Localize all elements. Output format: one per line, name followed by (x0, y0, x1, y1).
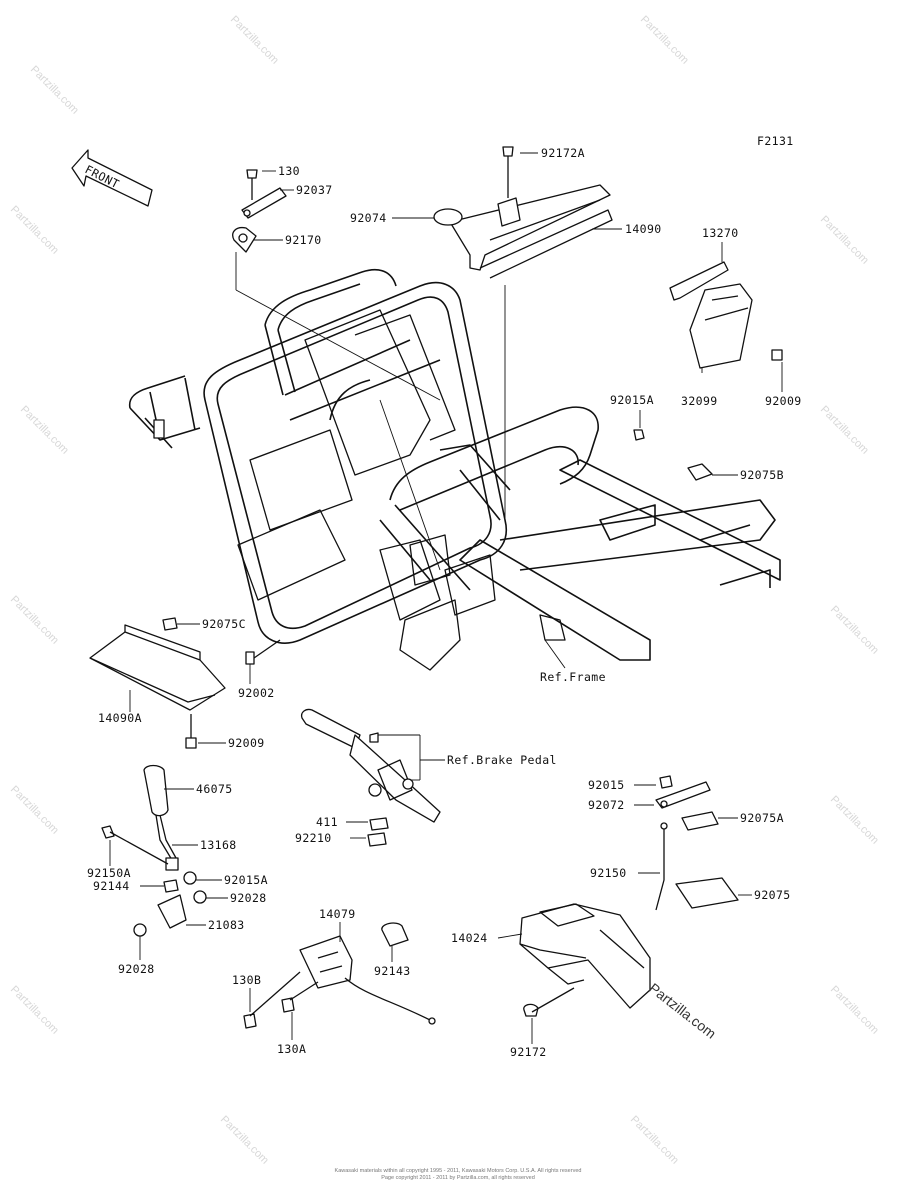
part-label-411: 411 (316, 815, 338, 829)
part-label-14090A: 14090A (98, 711, 142, 725)
part-label-92002: 92002 (238, 686, 275, 700)
rod-and-pad-group (634, 775, 752, 911)
watermark: Partzilla.com (218, 1114, 271, 1167)
part-label-92075C: 92075C (202, 617, 246, 631)
side-cover-group (497, 903, 651, 1044)
part-label-13168: 13168 (200, 838, 237, 852)
part-label-14024: 14024 (451, 931, 488, 945)
part-label-46075: 46075 (196, 782, 233, 796)
brake-lever-group (300, 708, 445, 847)
watermark: Partzilla.com (638, 14, 691, 67)
part-label-130: 130 (278, 164, 300, 178)
footer-page-copyright: Page copyright 2011 - 2011 by Partzilla.… (381, 1175, 535, 1181)
watermark: Partzilla.com (8, 594, 61, 647)
nut-and-cap (633, 410, 738, 481)
watermark: Partzilla.com (828, 604, 881, 657)
reference-frame: Ref.Frame (540, 670, 606, 684)
skid-plate-group (89, 617, 281, 749)
cable-group (243, 922, 436, 1040)
part-label-92150A: 92150A (87, 866, 131, 880)
watermark: Partzilla.com (828, 794, 881, 847)
watermark: Partzilla.com (8, 984, 61, 1037)
part-label-92144: 92144 (93, 879, 130, 893)
part-label-92074: 92074 (350, 211, 387, 225)
watermark: Partzilla.com (818, 404, 871, 457)
part-label-32099: 32099 (681, 394, 718, 408)
cover-plate-group (392, 146, 622, 279)
footer-copyright: Kawasaki materials within all copyright … (335, 1168, 582, 1174)
reference-brake-pedal: Ref.Brake Pedal (447, 753, 557, 767)
part-label-92028-lower: 92028 (118, 962, 155, 976)
partzilla-watermark: Partzilla.com (646, 980, 719, 1042)
frame-illustration (128, 268, 781, 671)
part-label-92150: 92150 (590, 866, 627, 880)
front-arrow-icon: FRONT (71, 149, 153, 207)
watermark: Partzilla.com (8, 204, 61, 257)
watermark: Partzilla.com (818, 214, 871, 267)
part-label-92009-top: 92009 (765, 394, 802, 408)
part-label-14079: 14079 (319, 907, 356, 921)
part-label-92015A: 92015A (610, 393, 654, 407)
reference-frame-leader (544, 639, 566, 669)
watermark: Partzilla.com (828, 984, 881, 1037)
part-label-14090: 14090 (625, 222, 662, 236)
part-label-92075: 92075 (754, 888, 791, 902)
part-label-92015A-lower: 92015A (224, 873, 268, 887)
part-label-92015: 92015 (588, 778, 625, 792)
part-label-92172: 92172 (510, 1045, 547, 1059)
part-label-92210: 92210 (295, 831, 332, 845)
watermark: Partzilla.com (8, 784, 61, 837)
part-label-130A: 130A (277, 1042, 306, 1056)
part-label-21083: 21083 (208, 918, 245, 932)
shift-lever-group (101, 764, 228, 960)
watermark: Partzilla.com (28, 64, 81, 117)
part-label-130B: 130B (232, 973, 261, 987)
part-label-13270: 13270 (702, 226, 739, 240)
part-label-92170: 92170 (285, 233, 322, 247)
part-label-92075A: 92075A (740, 811, 784, 825)
watermark: Partzilla.com (228, 14, 281, 67)
bracket-group-top-left (232, 169, 441, 401)
part-label-92075B: 92075B (740, 468, 784, 482)
part-label-92028-upper: 92028 (230, 891, 267, 905)
toolbox-group (669, 242, 783, 392)
figure-code: F2131 (757, 134, 794, 148)
watermark: Partzilla.com (628, 1114, 681, 1167)
part-label-92072: 92072 (588, 798, 625, 812)
watermark: Partzilla.com (18, 404, 71, 457)
part-label-92143: 92143 (374, 964, 411, 978)
part-label-92172A: 92172A (541, 146, 585, 160)
part-label-92037: 92037 (296, 183, 333, 197)
part-label-92009-bottom: 92009 (228, 736, 265, 750)
